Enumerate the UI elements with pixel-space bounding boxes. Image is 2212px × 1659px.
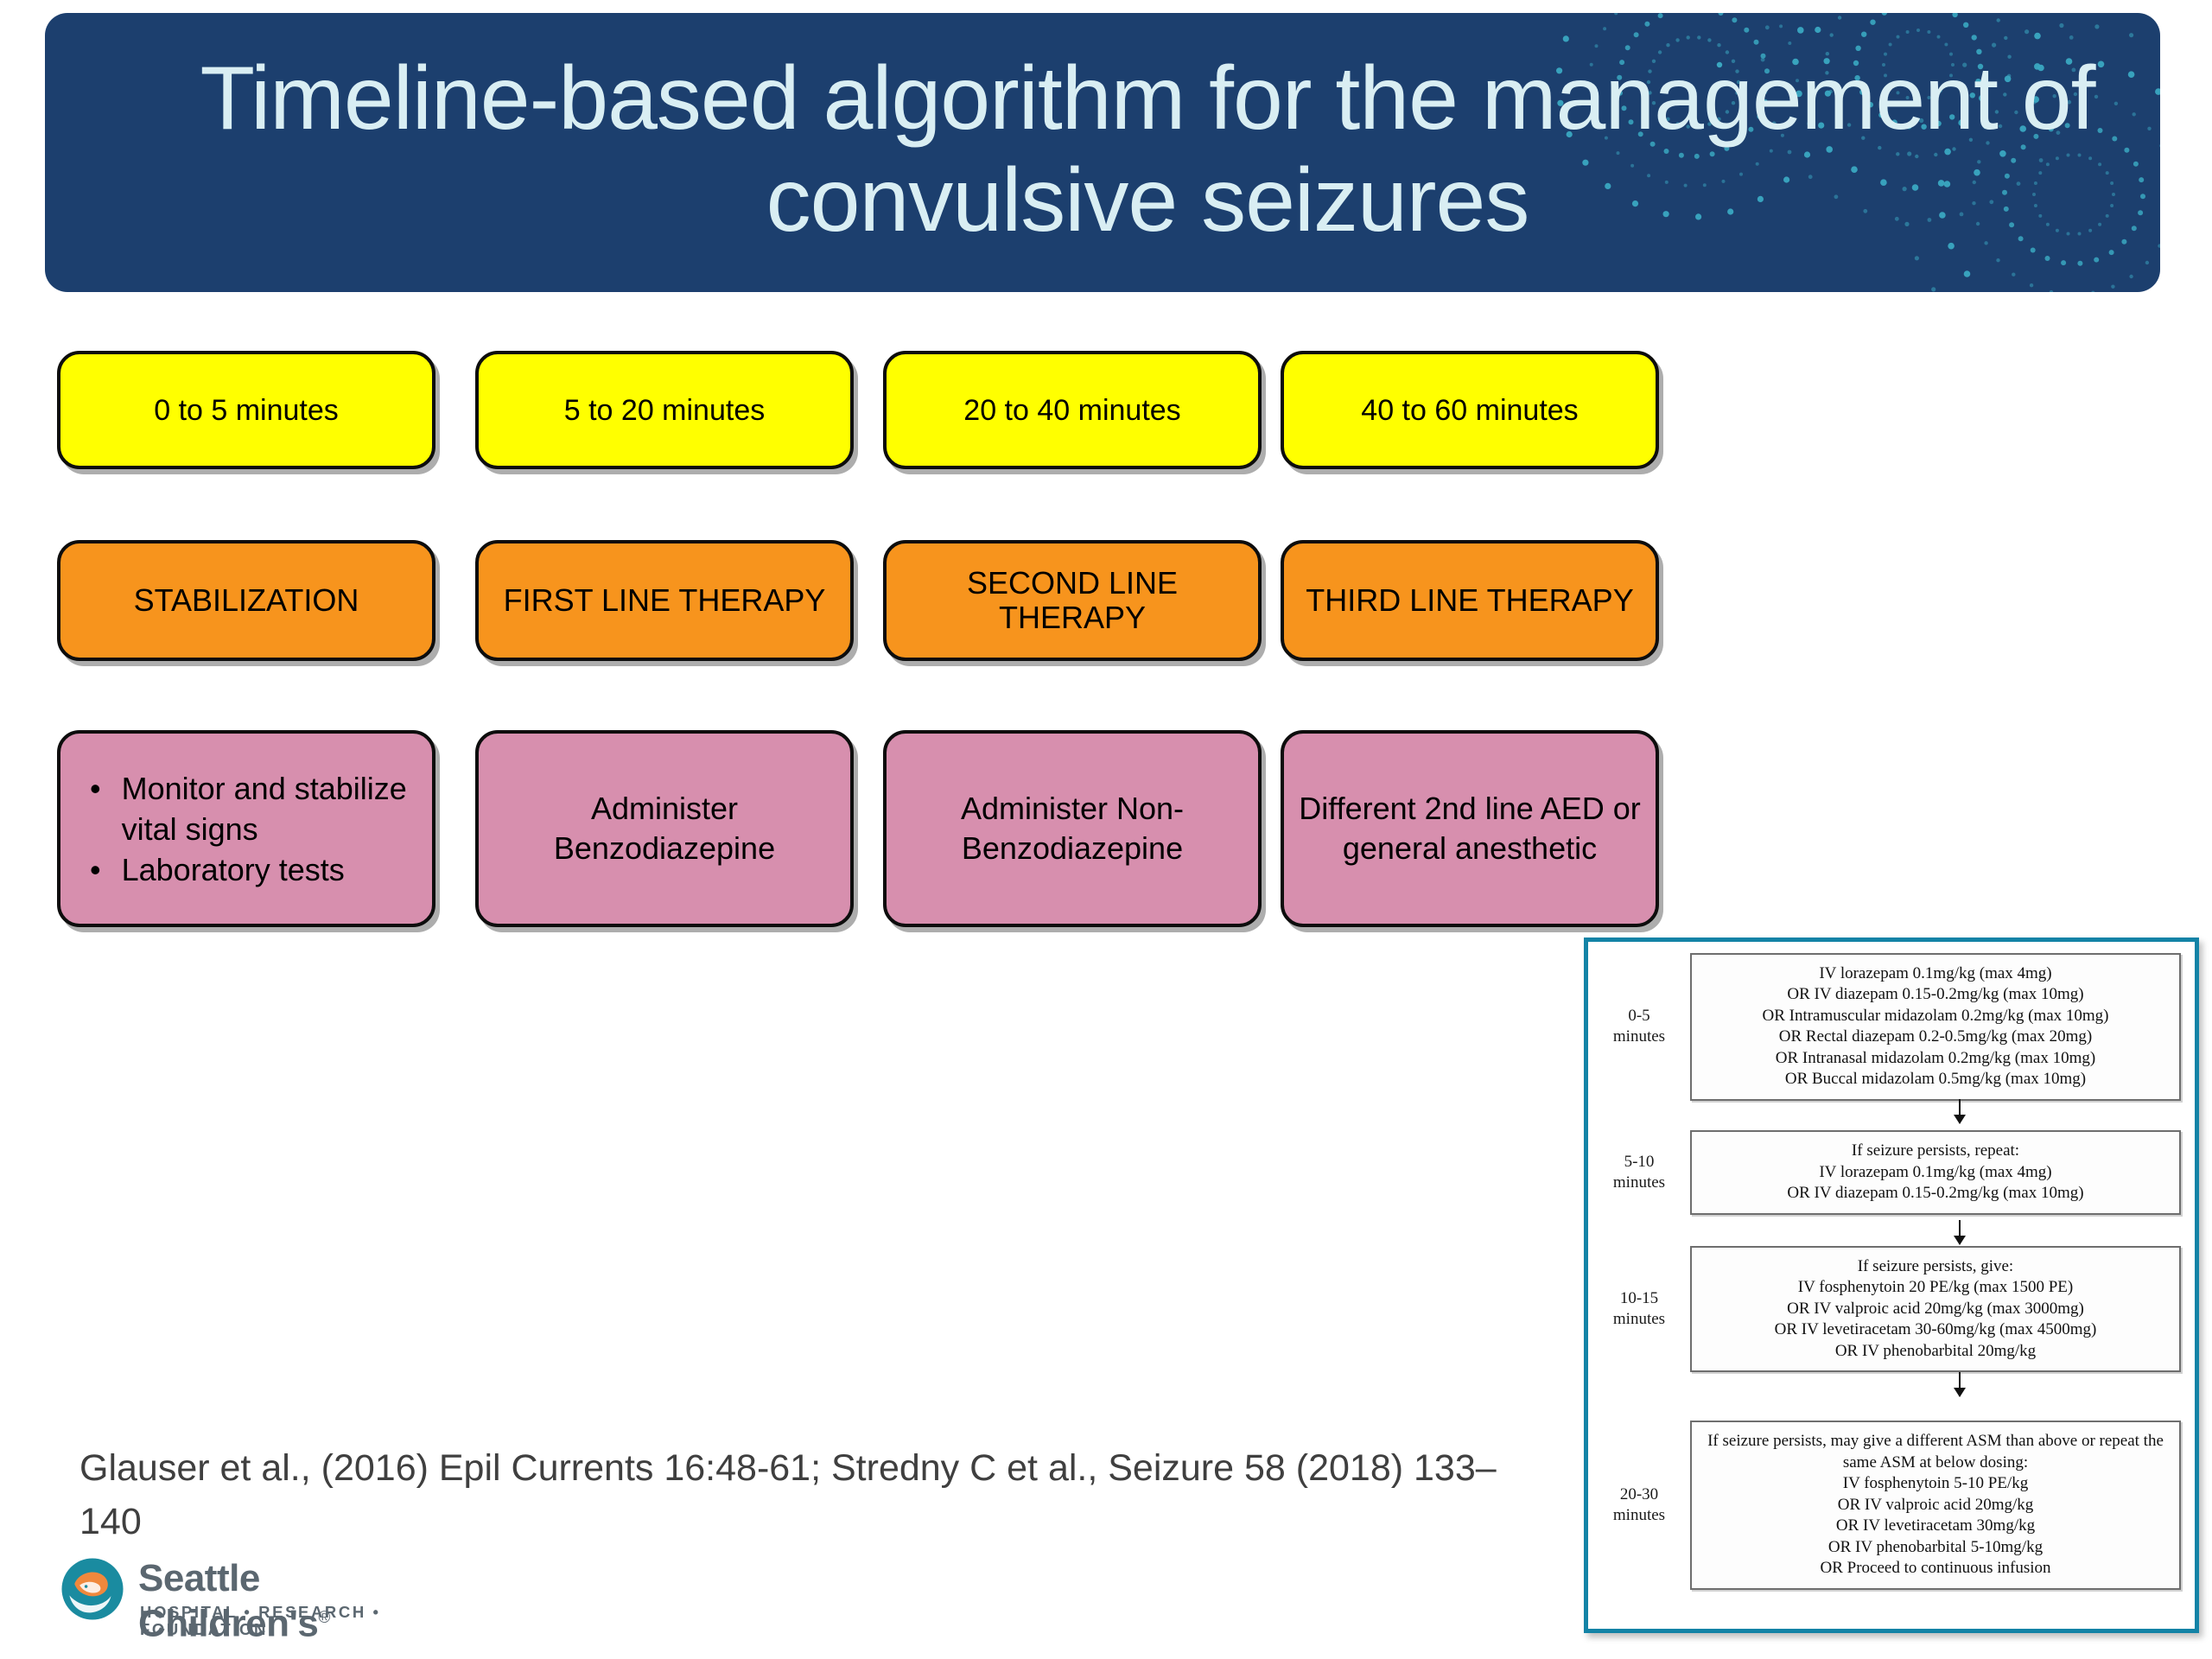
logo-registered-mark: ®: [318, 1609, 330, 1627]
fc-line-3-4: OR IV levetiracetam 30-60mg/kg (max 4500…: [1774, 1320, 2097, 1339]
stage-label-4: THIRD LINE THERAPY: [1306, 582, 1634, 618]
action-label-4: Different 2nd line AED or general anesth…: [1299, 791, 1641, 866]
logo-name: Seattle Children's: [138, 1557, 319, 1645]
time-box-1: 0 to 5 minutes: [57, 351, 435, 469]
flowchart-arrow-1: [1954, 1099, 1966, 1124]
fc-line-4-4: OR IV levetiracetam 30mg/kg: [1835, 1516, 2036, 1535]
stage-box-2: FIRST LINE THERAPY: [475, 540, 854, 661]
fc-line-2-1: If seizure persists, repeat:: [1851, 1141, 2020, 1160]
action-bullet-1-2: Laboratory tests: [121, 851, 345, 887]
fc-line-1-1: IV lorazepam 0.1mg/kg (max 4mg): [1819, 963, 2052, 982]
logo-mark-icon: [61, 1558, 124, 1620]
fc-line-1-5: OR Intranasal midazolam 0.2mg/kg (max 10…: [1775, 1048, 2096, 1067]
logo-tagline: HOSPITAL • RESEARCH • FOUNDATION: [140, 1603, 381, 1638]
action-bullet-1-1: Monitor and stabilize vital signs: [121, 770, 407, 847]
fc-line-2-2: IV lorazepam 0.1mg/kg (max 4mg): [1819, 1162, 2052, 1181]
action-box-4: Different 2nd line AED or general anesth…: [1281, 730, 1659, 927]
stage-label-1: STABILIZATION: [133, 582, 359, 618]
action-label-2: Administer Benzodiazepine: [553, 791, 776, 866]
fc-line-1-2: OR IV diazepam 0.15-0.2mg/kg (max 10mg): [1787, 985, 2084, 1003]
time-box-3: 20 to 40 minutes: [883, 351, 1262, 469]
action-box-2: Administer Benzodiazepine: [475, 730, 854, 927]
fc-line-4-1: If seizure persists, may give a differen…: [1707, 1432, 2164, 1471]
fc-line-1-6: OR Buccal midazolam 0.5mg/kg (max 10mg): [1784, 1070, 2087, 1088]
bullet-icon: •: [90, 770, 101, 806]
stage-box-3: SECOND LINE THERAPY: [883, 540, 1262, 661]
seattle-childrens-logo: Seattle Children's® HOSPITAL • RESEARCH …: [60, 1555, 423, 1643]
fc-line-3-1: If seizure persists, give:: [1857, 1256, 2014, 1275]
flowchart-arrow-3: [1954, 1372, 1966, 1397]
time-label-3: 20 to 40 minutes: [963, 393, 1181, 427]
bullet-icon: •: [90, 851, 101, 887]
fc-line-3-2: IV fosphenytoin 20 PE/kg (max 1500 PE): [1797, 1278, 2074, 1297]
stage-box-4: THIRD LINE THERAPY: [1281, 540, 1659, 661]
citation-text: Glauser et al., (2016) Epil Currents 16:…: [79, 1447, 1497, 1542]
action-bullet-list-1: • Monitor and stabilize vital signs • La…: [60, 768, 432, 890]
time-box-4: 40 to 60 minutes: [1281, 351, 1659, 469]
fc-line-4-3: OR IV valproic acid 20mg/kg: [1837, 1495, 2034, 1514]
title-banner: Timeline-based algorithm for the managem…: [45, 13, 2160, 292]
action-label-3: Administer Non-Benzodiazepine: [960, 791, 1185, 866]
fc-line-1-4: OR Rectal diazepam 0.2-0.5mg/kg (max 20m…: [1778, 1027, 2093, 1046]
flowchart-cell-3: If seizure persists, give: IV fosphenyto…: [1690, 1245, 2181, 1373]
fc-line-1-3: OR Intramuscular midazolam 0.2mg/kg (max…: [1762, 1006, 2109, 1025]
page-title: Timeline-based algorithm for the managem…: [200, 48, 2095, 251]
flowchart-cell-4: If seizure persists, may give a differen…: [1690, 1421, 2181, 1590]
action-box-1: • Monitor and stabilize vital signs • La…: [57, 730, 435, 927]
time-label-4: 40 to 60 minutes: [1361, 393, 1579, 427]
fc-line-4-6: OR Proceed to continuous infusion: [1820, 1559, 2051, 1578]
time-label-1: 0 to 5 minutes: [154, 393, 339, 427]
time-box-2: 5 to 20 minutes: [475, 351, 854, 469]
fc-line-4-2: IV fosphenytoin 5-10 PE/kg: [1842, 1474, 2029, 1493]
stage-label-2: FIRST LINE THERAPY: [503, 582, 826, 618]
logo-wordmark: Seattle Children's®: [138, 1559, 423, 1644]
flowchart-cell-1: IV lorazepam 0.1mg/kg (max 4mg) OR IV di…: [1690, 952, 2181, 1101]
fc-line-2-3: OR IV diazepam 0.15-0.2mg/kg (max 10mg): [1787, 1184, 2084, 1203]
flowchart-cell-2: If seizure persists, repeat: IV lorazepa…: [1690, 1130, 2181, 1215]
time-label-2: 5 to 20 minutes: [563, 393, 766, 427]
stage-label-3: SECOND LINE THERAPY: [966, 565, 1179, 635]
action-box-3: Administer Non-Benzodiazepine: [883, 730, 1262, 927]
stage-box-1: STABILIZATION: [57, 540, 435, 661]
fc-line-4-5: OR IV phenobarbital 5-10mg/kg: [1827, 1537, 2044, 1556]
fc-line-3-3: OR IV valproic acid 20mg/kg (max 3000mg): [1787, 1299, 2084, 1318]
flowchart-arrow-2: [1954, 1220, 1966, 1245]
fc-line-3-5: OR IV phenobarbital 20mg/kg: [1834, 1341, 2037, 1360]
